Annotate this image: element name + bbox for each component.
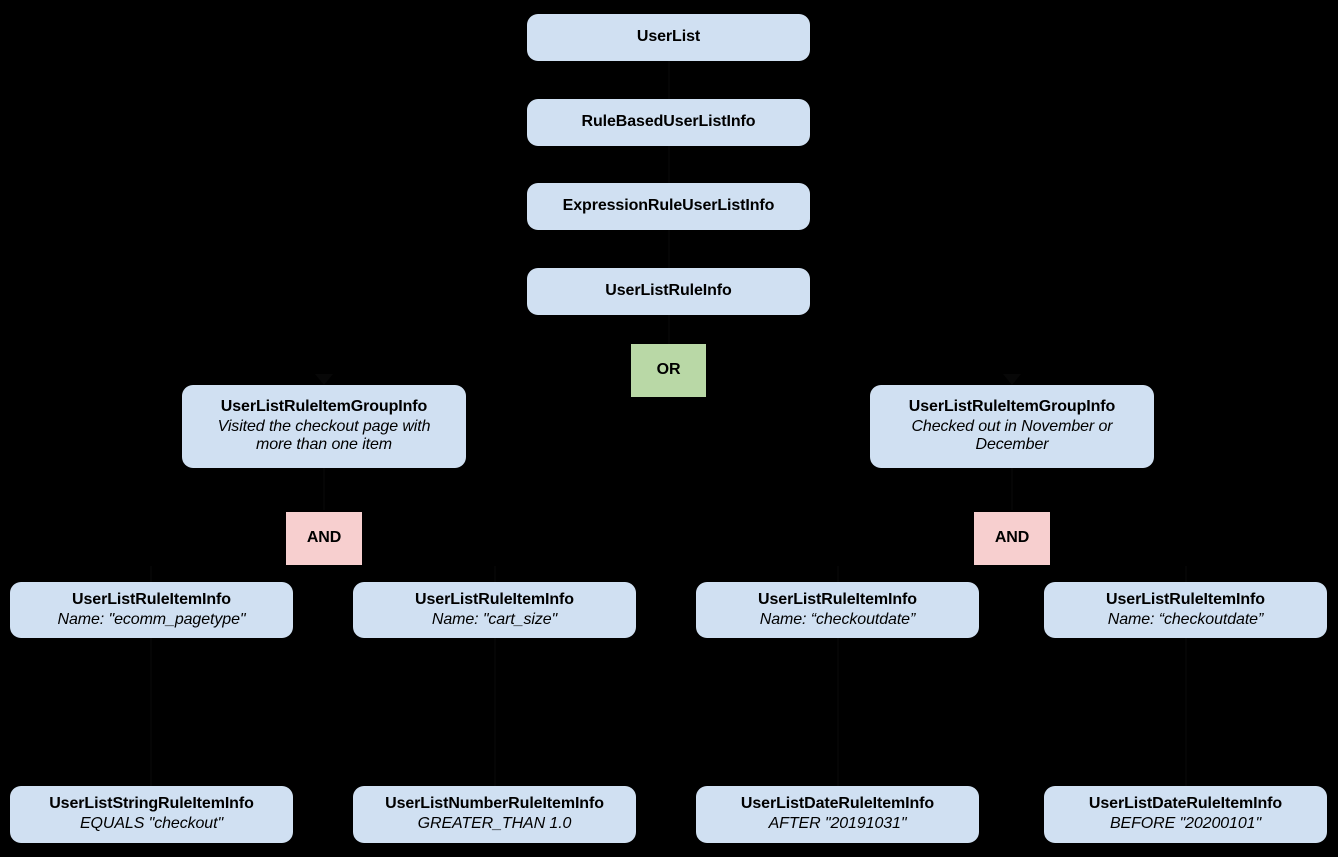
node-rule-item-group-left[interactable]: UserListRuleItemGroupInfo Visited the ch… (182, 385, 466, 468)
node-rule-item-info-4[interactable]: UserListRuleItemInfo Name: “checkoutdate… (1044, 582, 1327, 638)
node-subtitle-line1: Visited the checkout page with (217, 417, 431, 435)
edge-and-right-to-item4 (1185, 566, 1187, 582)
operator-or[interactable]: OR (631, 344, 706, 397)
operator-label: OR (656, 361, 681, 379)
node-user-list[interactable]: UserList (527, 14, 810, 61)
node-title: UserListRuleInfo (605, 282, 732, 300)
node-title: UserListRuleItemInfo (72, 590, 231, 608)
edge-group-right-to-and (1011, 468, 1013, 510)
node-title: UserListRuleItemInfo (758, 590, 917, 608)
node-title: UserList (636, 28, 701, 46)
edge-and-right-to-item3 (837, 566, 839, 582)
node-subtitle-line2: December (975, 436, 1049, 454)
node-subtitle-line1: Checked out in November or (911, 417, 1113, 435)
node-user-list-rule-info[interactable]: UserListRuleInfo (527, 268, 810, 315)
node-rule-item-info-1[interactable]: UserListRuleItemInfo Name: "ecomm_pagety… (10, 582, 293, 638)
edge-group-left-to-and (323, 468, 325, 510)
node-subtitle: GREATER_THAN 1.0 (417, 815, 572, 832)
node-number-rule-item-info[interactable]: UserListNumberRuleItemInfo GREATER_THAN … (353, 786, 636, 843)
node-date-rule-item-info-after[interactable]: UserListDateRuleItemInfo AFTER "20191031… (696, 786, 979, 843)
edge-item1-to-leaf1 (150, 638, 152, 786)
node-title: UserListDateRuleItemInfo (1088, 795, 1283, 813)
edge-expression-to-ruleinfo (668, 230, 670, 268)
node-title: UserListDateRuleItemInfo (740, 795, 935, 813)
node-rule-based-user-list-info[interactable]: RuleBasedUserListInfo (527, 99, 810, 146)
node-subtitle: Name: “checkoutdate” (759, 610, 916, 628)
edge-item3-to-leaf3 (837, 638, 839, 786)
arrowhead-or-to-group-left (315, 374, 333, 385)
edge-ruleinfo-to-or (668, 314, 670, 344)
operator-and-left[interactable]: AND (286, 512, 362, 565)
node-rule-item-info-3[interactable]: UserListRuleItemInfo Name: “checkoutdate… (696, 582, 979, 638)
node-expression-rule-user-list-info[interactable]: ExpressionRuleUserListInfo (527, 183, 810, 230)
node-title: UserListStringRuleItemInfo (49, 795, 254, 813)
edge-item4-to-leaf4 (1185, 638, 1187, 786)
node-title: UserListNumberRuleItemInfo (385, 795, 604, 813)
node-subtitle-line2: more than one item (255, 436, 393, 454)
node-title: UserListRuleItemGroupInfo (220, 397, 428, 415)
edge-and-left-to-item2 (494, 566, 496, 582)
node-date-rule-item-info-before[interactable]: UserListDateRuleItemInfo BEFORE "2020010… (1044, 786, 1327, 843)
node-title: UserListRuleItemInfo (415, 590, 574, 608)
node-subtitle: EQUALS "checkout" (79, 815, 224, 832)
edge-rulebased-to-expression (668, 145, 670, 183)
node-title: UserListRuleItemGroupInfo (908, 397, 1116, 415)
node-subtitle: AFTER "20191031" (768, 815, 907, 832)
node-string-rule-item-info[interactable]: UserListStringRuleItemInfo EQUALS "check… (10, 786, 293, 843)
operator-and-right[interactable]: AND (974, 512, 1050, 565)
arrowhead-or-to-group-right (1003, 374, 1021, 385)
node-rule-item-info-2[interactable]: UserListRuleItemInfo Name: "cart_size" (353, 582, 636, 638)
operator-label: AND (994, 529, 1030, 547)
edge-userlist-to-rulebased (668, 60, 670, 100)
node-title: RuleBasedUserListInfo (581, 113, 756, 131)
node-title: UserListRuleItemInfo (1106, 590, 1265, 608)
node-subtitle: Name: "cart_size" (431, 610, 558, 628)
node-subtitle: Name: “checkoutdate” (1107, 610, 1264, 628)
operator-label: AND (306, 529, 342, 547)
node-rule-item-group-right[interactable]: UserListRuleItemGroupInfo Checked out in… (870, 385, 1154, 468)
node-subtitle: BEFORE "20200101" (1109, 815, 1262, 832)
edge-item2-to-leaf2 (494, 638, 496, 786)
node-subtitle: Name: "ecomm_pagetype" (57, 610, 246, 628)
node-title: ExpressionRuleUserListInfo (562, 197, 775, 215)
edge-and-left-to-item1 (150, 566, 152, 582)
